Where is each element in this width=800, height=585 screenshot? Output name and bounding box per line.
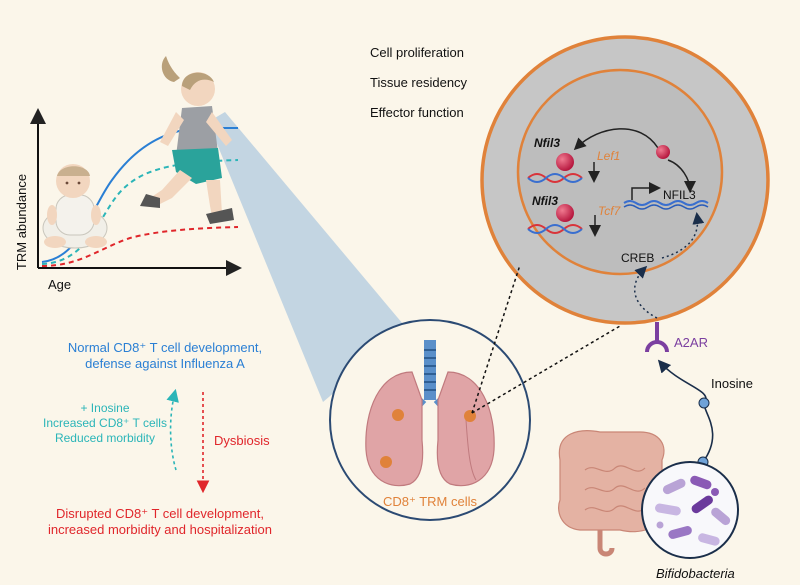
dna-top-strand-a [527,173,583,183]
x-axis-label: Age [48,277,71,292]
gene-nfil3-top: Nfil3 [534,136,560,150]
gene-tcf7: Tcf7 [598,204,622,218]
translation-arrow [667,159,696,193]
receptor-to-creb-arrow [634,265,658,319]
rescue-line2: Increased CD8⁺ T cells [43,416,167,430]
lung-label: CD8⁺ TRM cells [383,494,478,509]
a2ar-receptor [645,322,669,353]
dna-top-strand-b [527,173,583,183]
function-label-proliferation: Cell proliferation [370,45,464,60]
rescue-arrow [166,388,179,471]
child-illustration [140,56,234,224]
trm-dot-2 [380,456,392,468]
outcome-normal-line2: defense against Influenza A [85,356,245,371]
projection-cone [208,112,408,402]
dysbiosis-label: Dysbiosis [214,433,270,448]
intestine-illustration [558,430,665,557]
creb-to-gene-arrow [661,212,705,259]
inosine-dot-2 [698,397,710,409]
function-label-effector: Effector function [370,105,464,120]
nfil3-protein-dot [656,145,670,159]
outcome-normal-line1: Normal CD8⁺ T cell development, [68,340,262,355]
gene-lef1: Lef1 [597,149,620,163]
a2ar-label: A2AR [674,335,708,350]
rescue-line3: Reduced morbidity [55,431,155,445]
zoom-line-1 [471,264,521,414]
inosine-arrow [657,359,714,463]
right-lung [436,371,495,487]
nfil3-bound-bottom [556,204,574,222]
zoom-line-2 [471,325,621,414]
inosine-pathway: Inosine [657,359,753,468]
nfil3-bound-top [556,153,574,171]
dna-bottom-strand-a [527,224,583,234]
outcome-disrupted-line2: increased morbidity and hospitalization [48,522,272,537]
y-axis-label: TRM abundance [14,174,29,270]
nfil3-to-gene-arrow [573,128,659,151]
nfil3-gene-dna-b [623,204,709,210]
bacteria-zoom [641,461,739,559]
nfil3-protein-label: NFIL3 [663,188,696,202]
function-label-residency: Tissue residency [370,75,468,90]
dna-bottom-strand-b [527,224,583,234]
trm-cell: A2AR [480,35,770,353]
creb-label: CREB [621,251,654,265]
lung-zoom [329,319,531,521]
trm-dot-1 [392,409,404,421]
nfil3-gene-dna [623,200,709,206]
outcome-disrupted-line1: Disrupted CD8⁺ T cell development, [56,506,264,521]
left-lung [365,371,424,487]
inosine-label: Inosine [711,376,753,391]
nucleus-contents: Nfil3 Lef1 Nfil3 Tcf7 NFIL3 CREB [527,128,709,319]
gene-nfil3-bottom: Nfil3 [532,194,558,208]
curve-dysbiosis [41,226,239,267]
rescue-line1: + Inosine [80,401,129,415]
trachea [424,340,436,400]
cell-nucleus [516,68,724,276]
promoter-arrow [631,182,661,200]
baby-illustration [42,164,108,249]
bacteria-label: Bifidobacteria [656,566,735,581]
